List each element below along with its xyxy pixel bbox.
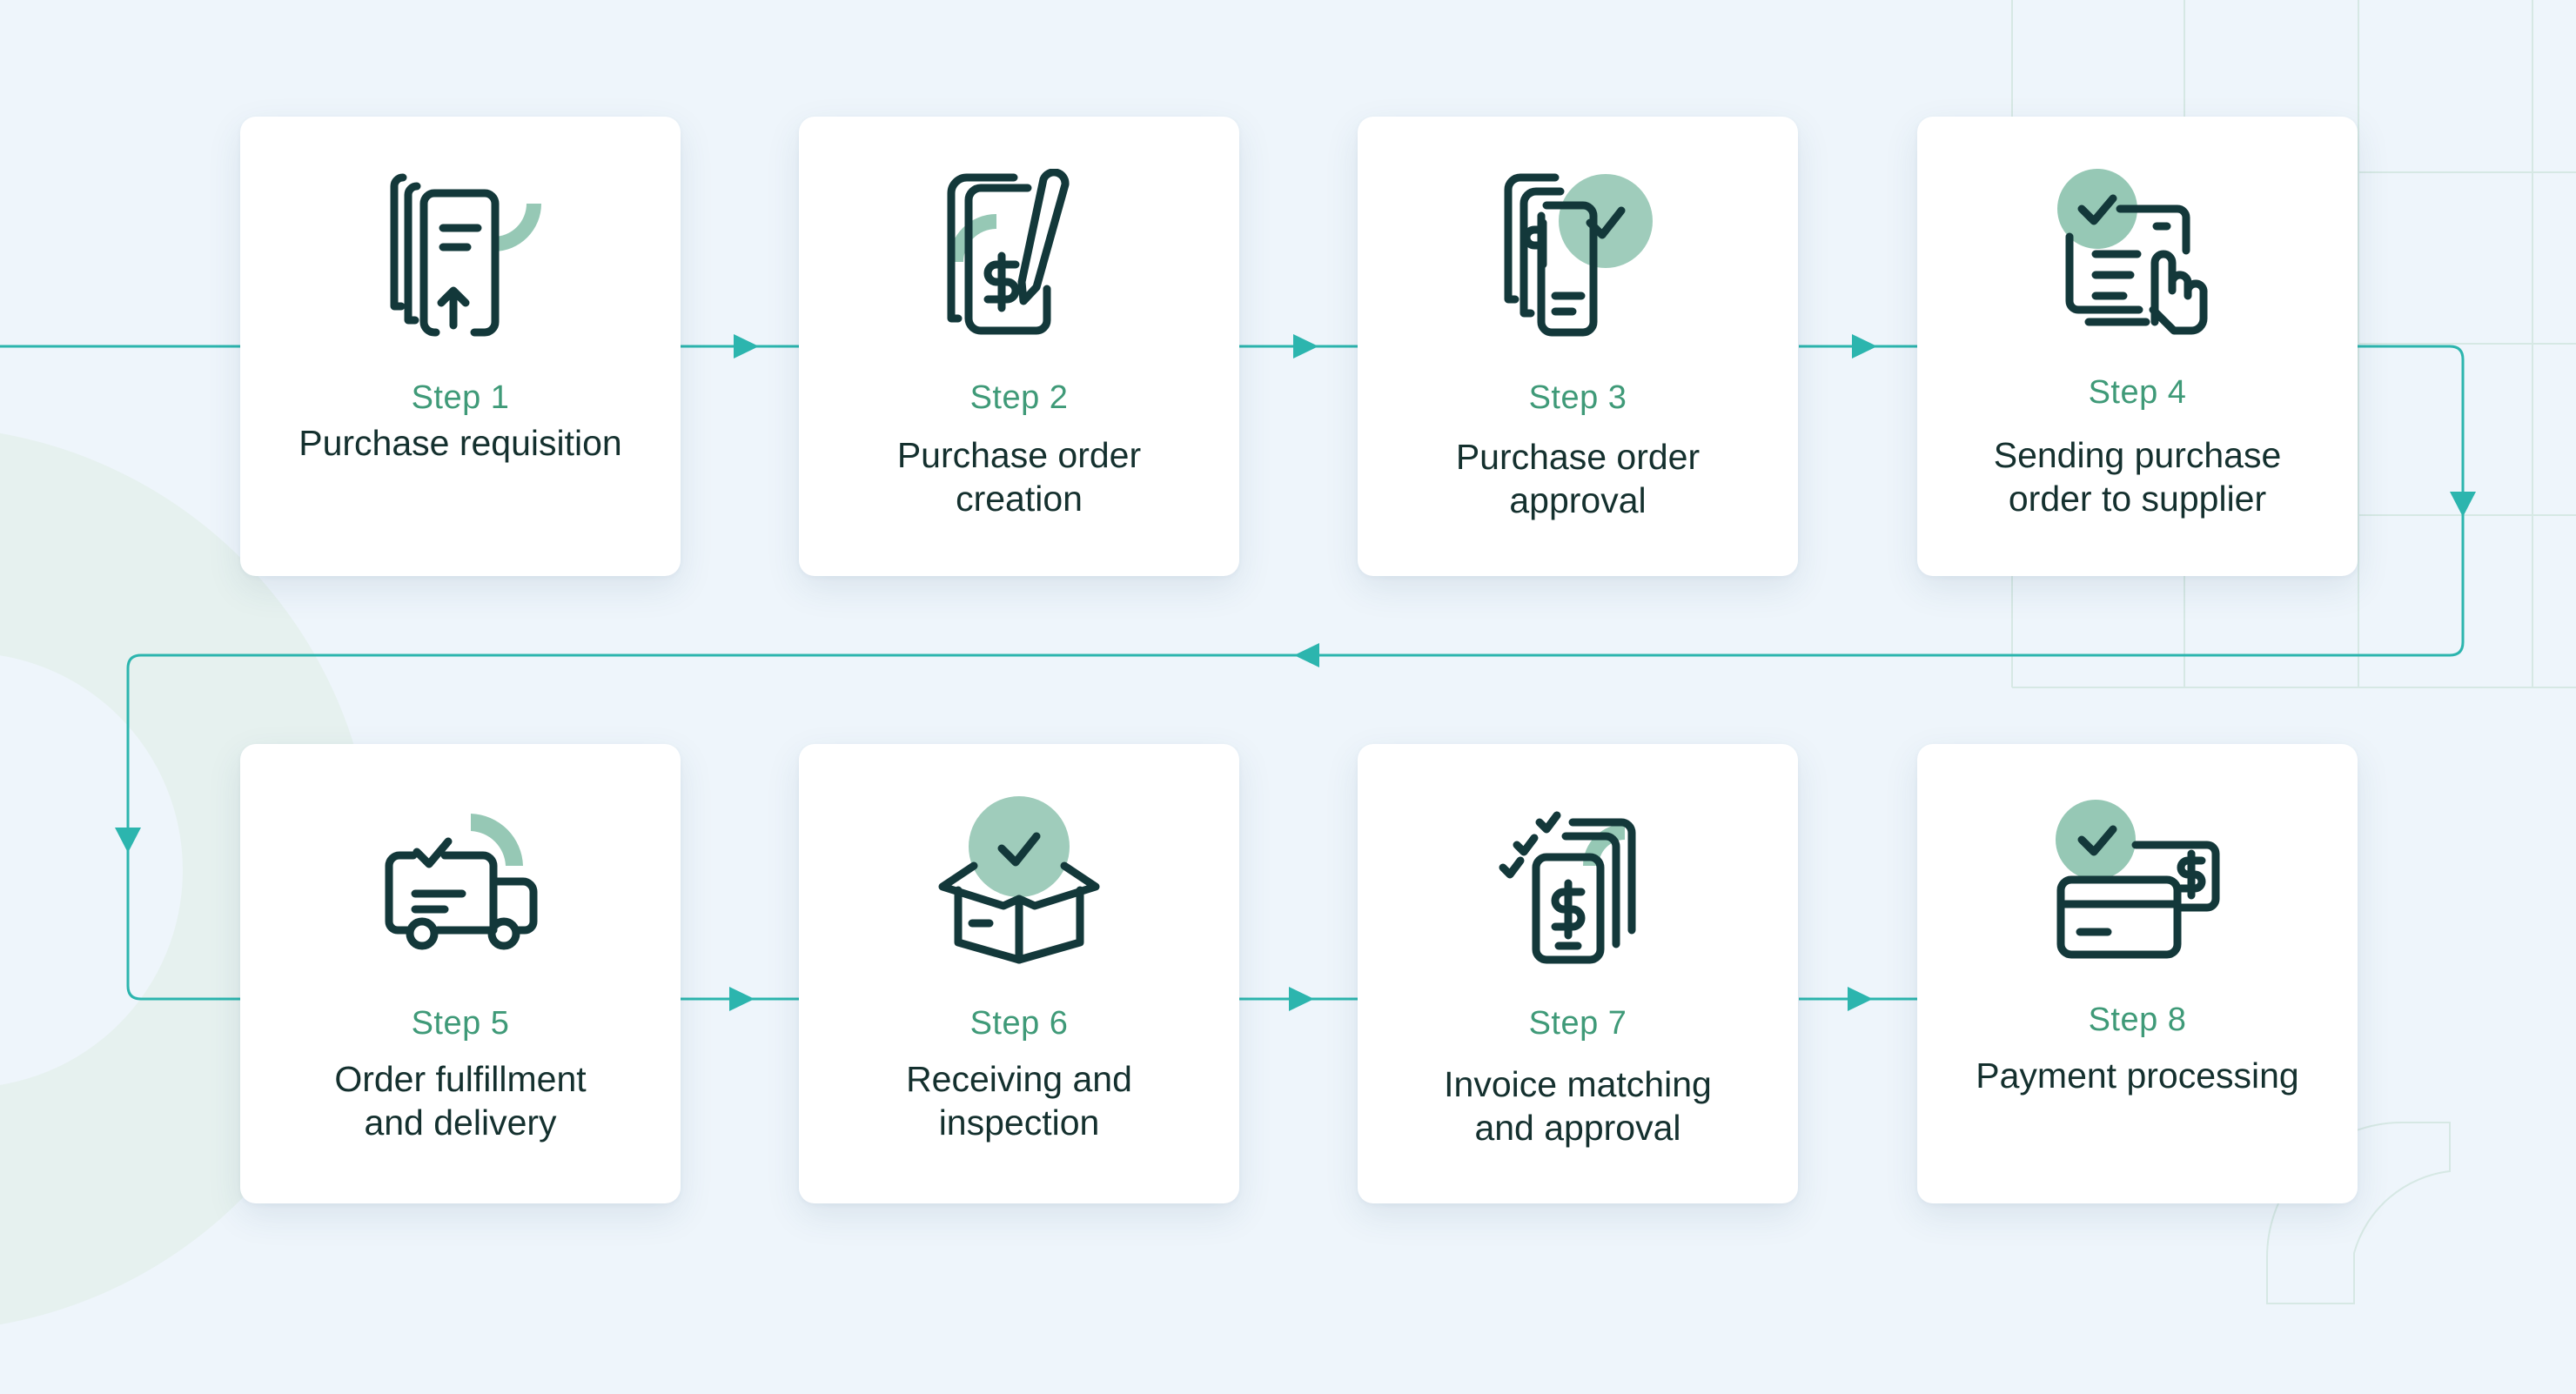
step-card-7: Step 7 Invoice matching and approval	[1358, 744, 1798, 1203]
arrow-right-icon	[1852, 334, 1877, 359]
step-card-6: Step 6 Receiving and inspection	[799, 744, 1239, 1203]
document-upload-icon	[390, 173, 541, 337]
step-card-4: Step 4 Sending purchase order to supplie…	[1917, 117, 2358, 576]
step-title: Purchase requisition	[299, 423, 622, 463]
step-label: Step 4	[2088, 374, 2187, 411]
step-label: Step 8	[2088, 1002, 2187, 1038]
background-circle-inner	[0, 655, 183, 1085]
delivery-truck-icon	[385, 814, 538, 950]
step-title: Purchase order creation	[896, 435, 1142, 519]
step-title: Invoice matching and approval	[1444, 1064, 1712, 1148]
invoice-checklist-icon	[1499, 811, 1636, 964]
step-label: Step 2	[969, 379, 1069, 416]
open-box-check-icon	[938, 796, 1100, 964]
arrow-down-icon	[2450, 492, 2476, 517]
step-card-3: Step 3 Purchase order approval	[1358, 117, 1798, 576]
step-title: Order fulfillment and delivery	[334, 1059, 587, 1143]
document-approved-icon	[1504, 173, 1653, 337]
send-document-hand-icon	[2057, 169, 2208, 335]
arrow-right-icon	[1289, 987, 1314, 1011]
step-title: Purchase order approval	[1455, 437, 1701, 520]
arrow-right-icon	[1848, 987, 1873, 1011]
step-card-2: Step 2 Purchase order creation	[799, 117, 1239, 576]
arrow-down-icon	[115, 828, 141, 853]
arrow-left-icon	[1294, 643, 1319, 667]
payment-cards-icon	[2056, 800, 2220, 959]
step-card-1: Step 1 Purchase requisition	[240, 117, 681, 576]
arrow-right-icon	[1293, 334, 1318, 359]
step-label: Step 5	[411, 1005, 510, 1042]
arrow-right-icon	[729, 987, 755, 1011]
step-title: Receiving and inspection	[906, 1059, 1132, 1143]
step-title: Sending purchase order to supplier	[1993, 435, 2282, 519]
step-card-8: Step 8 Payment processing	[1917, 744, 2358, 1203]
arrow-right-icon	[734, 334, 759, 359]
step-label: Step 6	[969, 1005, 1069, 1042]
step-label: Step 3	[1528, 379, 1627, 416]
step-title: Payment processing	[1976, 1056, 2299, 1096]
step-card-5: Step 5 Order fulfillment and delivery	[240, 744, 681, 1203]
invoice-pen-icon	[947, 169, 1070, 335]
step-label: Step 1	[411, 379, 510, 416]
step-label: Step 7	[1528, 1005, 1627, 1042]
